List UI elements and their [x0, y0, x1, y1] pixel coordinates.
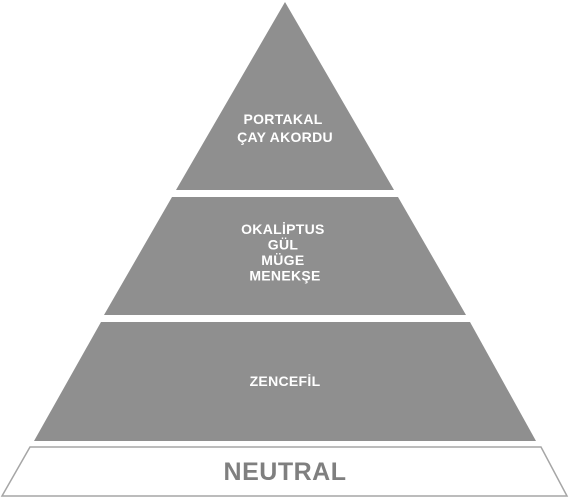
- tier-middle-line-4: MENEKŞE: [249, 268, 320, 284]
- tier-bottom-line-1: ZENCEFİL: [250, 373, 321, 389]
- tier-top-label: PORTAKAL ÇAY AKORDU: [237, 111, 333, 145]
- pyramid-base-band: [0, 446, 569, 497]
- tier-bottom-label: ZENCEFİL: [250, 373, 321, 389]
- pyramid-tier-top: [176, 2, 394, 190]
- tier-middle-label: OKALİPTUS GÜL MÜGE MENEKŞE: [241, 221, 329, 284]
- tier-middle-line-3: MÜGE: [261, 252, 304, 268]
- tier-top-line-1: PORTAKAL: [243, 111, 322, 127]
- tier-middle-line-1: OKALİPTUS: [241, 221, 325, 237]
- base-label: NEUTRAL: [224, 458, 347, 486]
- pyramid-tier-middle: [104, 197, 466, 315]
- tier-top-line-2: ÇAY AKORDU: [237, 129, 333, 145]
- tier-middle-line-2: GÜL: [268, 237, 299, 253]
- pyramid-tier-bottom: [34, 322, 536, 441]
